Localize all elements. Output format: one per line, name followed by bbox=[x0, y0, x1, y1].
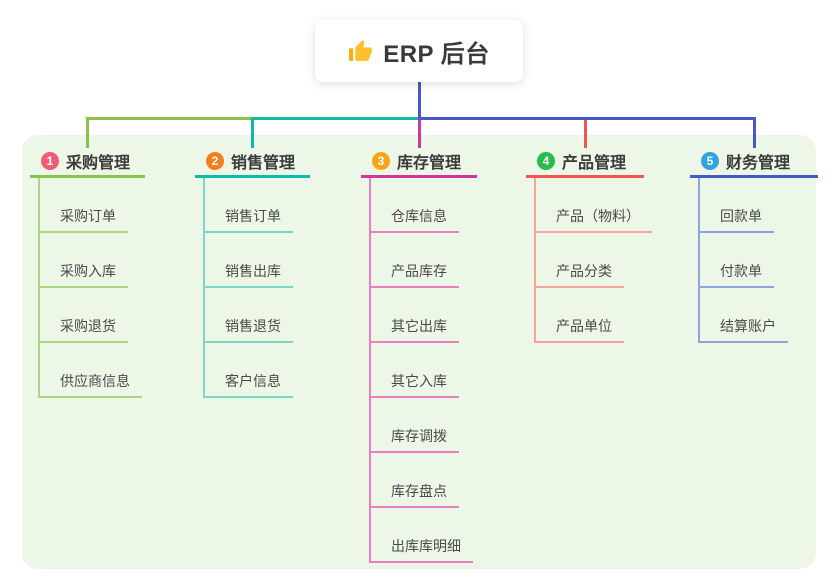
child-node-label: 采购入库 bbox=[60, 263, 116, 279]
branch-node-label: 采购管理 bbox=[66, 155, 131, 172]
trunk-segment-1 bbox=[86, 117, 253, 120]
trunk-segment-3 bbox=[417, 117, 756, 120]
child-node[interactable]: 付款单 bbox=[698, 262, 774, 288]
branch-vline-5 bbox=[698, 178, 700, 343]
branch-underline-4 bbox=[526, 175, 644, 178]
child-node-label: 销售出库 bbox=[225, 263, 281, 279]
child-node-label: 产品单位 bbox=[556, 318, 612, 334]
thumbs-up-icon bbox=[349, 39, 373, 61]
branch-underline-1 bbox=[30, 175, 145, 178]
branch-vline-3 bbox=[369, 178, 371, 563]
child-node[interactable]: 结算账户 bbox=[698, 317, 788, 343]
child-node[interactable]: 销售出库 bbox=[203, 262, 293, 288]
child-node-label: 销售退货 bbox=[225, 318, 281, 334]
child-node[interactable]: 库存盘点 bbox=[369, 482, 459, 508]
branch-node-3[interactable]: 3 库存管理 bbox=[361, 148, 477, 174]
child-node[interactable]: 产品（物料） bbox=[534, 207, 652, 233]
branch-node-label: 库存管理 bbox=[397, 155, 462, 172]
branch-vline-4 bbox=[534, 178, 536, 343]
child-node-label: 采购退货 bbox=[60, 318, 116, 334]
child-node-label: 产品（物料） bbox=[556, 208, 640, 224]
child-node-label: 结算账户 bbox=[720, 318, 776, 334]
branch-underline-2 bbox=[195, 175, 310, 178]
child-node[interactable]: 其它出库 bbox=[369, 317, 459, 343]
branch-number-badge: 3 bbox=[372, 152, 390, 170]
child-node-label: 其它入库 bbox=[391, 373, 447, 389]
branch-node-2[interactable]: 2 销售管理 bbox=[195, 148, 310, 174]
branch-node-5[interactable]: 5 财务管理 bbox=[690, 148, 818, 174]
child-node[interactable]: 供应商信息 bbox=[38, 372, 142, 398]
child-node[interactable]: 仓库信息 bbox=[369, 207, 459, 233]
child-node[interactable]: 客户信息 bbox=[203, 372, 293, 398]
branch-drop-line-5 bbox=[752, 120, 756, 148]
branch-number-badge: 1 bbox=[41, 152, 59, 170]
child-node[interactable]: 产品分类 bbox=[534, 262, 624, 288]
branches-panel bbox=[22, 135, 816, 569]
branch-underline-3 bbox=[361, 175, 477, 178]
branch-node-label: 财务管理 bbox=[726, 155, 791, 172]
trunk-segment-2 bbox=[251, 117, 419, 120]
child-node-label: 库存调拨 bbox=[391, 428, 447, 444]
child-node-label: 库存盘点 bbox=[391, 483, 447, 499]
child-node-label: 付款单 bbox=[720, 263, 762, 279]
branch-number-badge: 4 bbox=[537, 152, 555, 170]
child-node[interactable]: 产品库存 bbox=[369, 262, 459, 288]
child-node[interactable]: 库存调拨 bbox=[369, 427, 459, 453]
child-node-label: 采购订单 bbox=[60, 208, 116, 224]
child-node-label: 供应商信息 bbox=[60, 373, 130, 389]
child-node[interactable]: 采购订单 bbox=[38, 207, 128, 233]
child-node-label: 仓库信息 bbox=[391, 208, 447, 224]
branch-underline-5 bbox=[690, 175, 818, 178]
child-node[interactable]: 产品单位 bbox=[534, 317, 624, 343]
branch-node-4[interactable]: 4 产品管理 bbox=[526, 148, 644, 174]
child-node-label: 其它出库 bbox=[391, 318, 447, 334]
child-node[interactable]: 其它入库 bbox=[369, 372, 459, 398]
child-node[interactable]: 采购入库 bbox=[38, 262, 128, 288]
child-node[interactable]: 销售订单 bbox=[203, 207, 293, 233]
branch-node-1[interactable]: 1 采购管理 bbox=[30, 148, 145, 174]
child-node-label: 产品库存 bbox=[391, 263, 447, 279]
branch-vline-1 bbox=[38, 178, 40, 398]
child-node[interactable]: 采购退货 bbox=[38, 317, 128, 343]
child-node[interactable]: 出库库明细 bbox=[369, 537, 473, 563]
child-node-label: 产品分类 bbox=[556, 263, 612, 279]
child-node[interactable]: 销售退货 bbox=[203, 317, 293, 343]
root-node-label: ERP 后台 bbox=[383, 40, 490, 68]
branch-drop-line-2 bbox=[251, 120, 254, 148]
branch-vline-2 bbox=[203, 178, 205, 398]
branch-node-label: 产品管理 bbox=[562, 155, 627, 172]
child-node-label: 回款单 bbox=[720, 208, 762, 224]
branch-number-badge: 5 bbox=[701, 152, 719, 170]
branch-node-label: 销售管理 bbox=[231, 155, 296, 172]
child-node-label: 客户信息 bbox=[225, 373, 281, 389]
branch-drop-line-4 bbox=[583, 120, 587, 148]
child-node[interactable]: 回款单 bbox=[698, 207, 774, 233]
child-node-label: 出库库明细 bbox=[391, 538, 461, 554]
branch-drop-line-3 bbox=[417, 120, 421, 148]
branch-number-badge: 2 bbox=[206, 152, 224, 170]
root-node[interactable]: ERP 后台 bbox=[315, 20, 523, 82]
branch-drop-line-1 bbox=[86, 120, 89, 148]
child-node-label: 销售订单 bbox=[225, 208, 281, 224]
root-connector-line bbox=[417, 82, 421, 120]
